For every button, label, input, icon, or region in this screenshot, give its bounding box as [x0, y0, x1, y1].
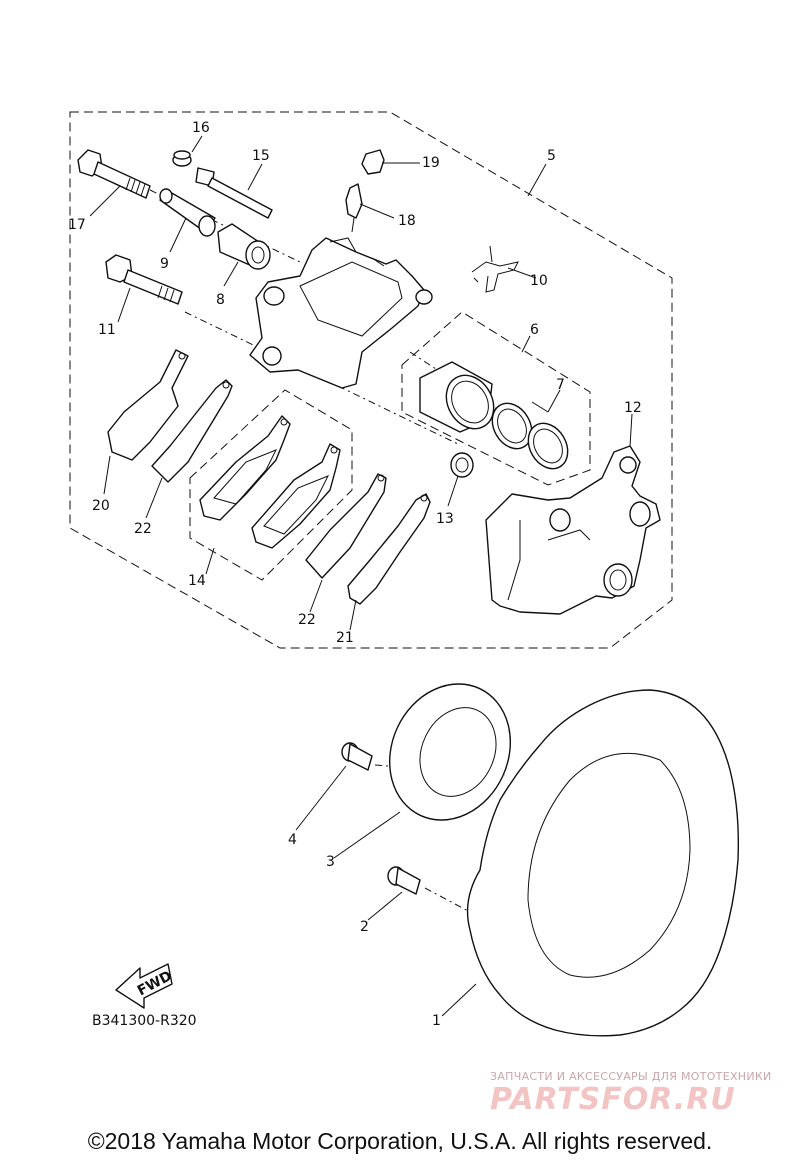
callout-14: 14 [188, 573, 206, 589]
callout-22b: 22 [298, 612, 316, 628]
callout-6: 6 [530, 322, 539, 338]
leader-lines [89, 135, 633, 1017]
shim-21-icon [347, 493, 431, 605]
piston-6-icon [419, 361, 495, 433]
callout-13: 13 [436, 511, 454, 527]
screw-4-icon [341, 742, 373, 771]
bolt-11-icon [105, 254, 183, 305]
callout-1: 1 [432, 1013, 441, 1029]
cap-16-icon [172, 150, 192, 167]
callout-2: 2 [360, 919, 369, 935]
callout-5: 5 [547, 148, 556, 164]
screw-2-icon [387, 866, 421, 895]
bleed-cap-19-icon [361, 149, 385, 175]
bleed-screw-18-icon [345, 183, 363, 233]
copyright-text: ©2018 Yamaha Motor Corporation, U.S.A. A… [87, 1128, 713, 1154]
callout-4: 4 [288, 832, 297, 848]
piston-kit-boundary [401, 311, 591, 486]
callout-15: 15 [252, 148, 270, 164]
axis-line-disc-2 [424, 887, 471, 913]
axis-line-upper [149, 189, 301, 263]
fwd-arrow-icon [115, 963, 173, 1009]
callout-3: 3 [326, 854, 335, 870]
watermark-tagline: ЗАПЧАСТИ И АКСЕССУАРЫ ДЛЯ МОТОТЕХНИКИ [490, 1070, 772, 1083]
callout-11: 11 [98, 322, 116, 338]
pin-15-icon [195, 167, 273, 219]
bracket-12-icon [485, 445, 661, 615]
callout-19: 19 [422, 155, 440, 171]
brake-disc-1-icon [466, 689, 740, 1037]
callout-17: 17 [68, 217, 86, 233]
insulator-22b-icon [305, 473, 387, 579]
boot-8-icon [217, 223, 271, 270]
callout-18: 18 [398, 213, 416, 229]
seal-7b-icon [527, 422, 569, 470]
sensor-rotor-3-icon [388, 683, 512, 821]
bolt-17-icon [77, 149, 151, 199]
callout-22a: 22 [134, 521, 152, 537]
watermark-logo: PARTSFOR.RU [490, 1082, 736, 1117]
callout-7: 7 [556, 377, 565, 393]
brake-pad-14b-icon [251, 443, 341, 549]
pad-kit-boundary [189, 389, 353, 581]
callout-16: 16 [192, 120, 210, 136]
callout-21: 21 [336, 630, 354, 646]
callout-10: 10 [530, 273, 548, 289]
insulator-22a-icon [151, 379, 233, 483]
caliper-body-5-icon [249, 237, 433, 389]
caliper-assembly-boundary [69, 111, 673, 649]
brake-pad-14a-icon [199, 415, 291, 521]
seal-7a-icon [491, 402, 533, 450]
callout-12: 12 [624, 400, 642, 416]
callout-9: 9 [160, 256, 169, 272]
figure-code: B341300-R320 [92, 1013, 197, 1029]
bushing-13-icon [450, 452, 474, 478]
callout-20: 20 [92, 498, 110, 514]
sleeve-9-icon [159, 188, 216, 237]
callout-8: 8 [216, 292, 225, 308]
shim-20-icon [107, 349, 189, 461]
